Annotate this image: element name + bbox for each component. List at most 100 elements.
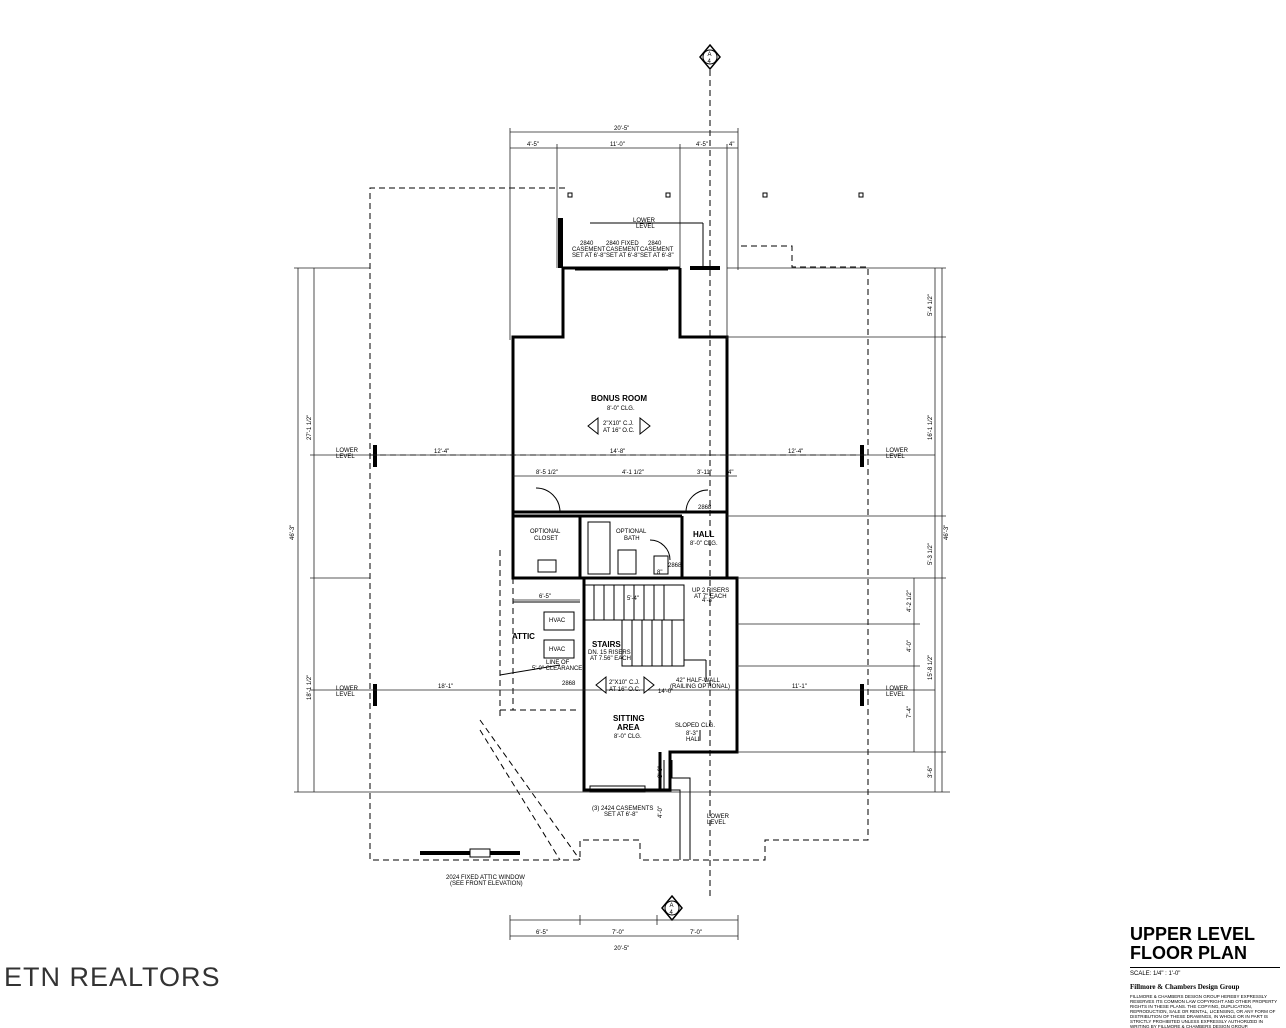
section-marker-top: A 4: [699, 43, 721, 71]
window-3-b: CASEMENT: [640, 247, 674, 253]
casements-note-2: SET AT 6'-8": [604, 812, 638, 818]
lower-level-b1: LOWER: [707, 814, 730, 820]
window-1-b: CASEMENT: [572, 247, 606, 253]
lower-level-r1b: LEVEL: [886, 454, 905, 460]
hvac-1: HVAC: [549, 618, 566, 624]
title-firm: Fillmore & Chambers Design Group: [1130, 983, 1240, 991]
dim-low-right: 11'-1": [792, 684, 807, 690]
dim-entry-a: 3'-6": [658, 766, 664, 778]
attic-window-2: (SEE FRONT ELEVATION): [450, 881, 523, 887]
dim-attic-c: 4'-8": [702, 598, 714, 604]
svg-text:4: 4: [708, 59, 712, 65]
sitting-ceiling: 8'-0" CLG.: [614, 734, 642, 740]
dim-row-c: 3'-11": [697, 470, 712, 476]
lower-level-r2a: LOWER: [886, 686, 909, 692]
dim-right-c: 5'-3 1/2": [928, 543, 934, 565]
stairs-note-2: AT 7.56" EACH: [590, 656, 631, 662]
dim-top-d: 4": [729, 142, 734, 148]
dim-right-h: 3'-6": [928, 766, 934, 778]
dim-right-f: 15'-8 1/2": [928, 655, 934, 680]
closet-label-2: CLOSET: [534, 536, 558, 542]
dim-row-a: 8'-5 1/2": [536, 470, 558, 476]
dim-right-d: 4'-2 1/2": [907, 590, 913, 612]
section-marker-bottom: A 4: [661, 894, 683, 922]
lower-level-r2b: LEVEL: [886, 692, 905, 698]
attic-window-1: 2024 FIXED ATTIC WINDOW: [446, 875, 525, 881]
roof-outline: [369, 187, 869, 861]
sloped-3: HALL: [686, 737, 702, 743]
dim-right-total: 46'-3": [944, 525, 950, 540]
svg-text:A: A: [670, 903, 674, 909]
window-2-a: 2840 FIXED: [606, 241, 639, 247]
sloped-1: SLOPED CLG.: [675, 723, 715, 729]
dim-low-left: 18'-1": [438, 684, 453, 690]
window-1-a: 2840: [580, 241, 594, 247]
window-2-b: CASEMENT: [606, 247, 640, 253]
dim-row-d: 4": [728, 470, 733, 476]
sitting-joists-1: 2"X10" C.J.: [609, 680, 640, 686]
hvac-2: HVAC: [549, 647, 566, 653]
door-2868-hall: 2868: [698, 505, 712, 511]
lower-level-r1a: LOWER: [886, 448, 909, 454]
clearance-note-1: LINE OF: [546, 660, 570, 666]
dim-left-upper: 27'-1 1/2": [307, 415, 313, 440]
watermark-logo: ETN REALTORS: [4, 962, 221, 992]
closet-label-1: OPTIONAL: [530, 529, 561, 535]
window-3-c: SET AT 6'-8": [640, 253, 674, 259]
leader-lines: [499, 222, 707, 740]
stairs-label: STAIRS: [592, 640, 621, 649]
half-wall-2: (RAILING OPTIONAL): [670, 684, 730, 690]
dim-left-lower: 18'-1 1/2": [307, 675, 313, 700]
lower-level-top-2: LEVEL: [636, 224, 655, 230]
sitting-label-1: SITTING: [613, 714, 645, 723]
bath-label-1: OPTIONAL: [616, 529, 647, 535]
bonus-joists-2: AT 16" O.C.: [603, 428, 635, 434]
title-line-1: UPPER LEVEL: [1130, 924, 1256, 944]
sloped-2: 8'-3": [686, 731, 698, 737]
bonus-room-ceiling: 8'-0" CLG.: [607, 406, 635, 412]
dim-stair-b: 8": [657, 570, 662, 576]
lower-level-l1a: LOWER: [336, 448, 359, 454]
window-1-c: SET AT 6'-8": [572, 253, 606, 259]
interior-walls: [512, 487, 737, 710]
joist-arrow-bonus-icon: [587, 416, 651, 436]
sitting-label-2: AREA: [617, 723, 640, 732]
title-block: UPPER LEVEL FLOOR PLAN SCALE: 1/4" : 1'-…: [1130, 925, 1280, 1028]
svg-text:A: A: [708, 52, 712, 58]
hall-label: HALL: [693, 530, 714, 539]
door-2868-bath: 2868: [668, 563, 682, 569]
title-legal: FILLMORE & CHAMBERS DESIGN GROUP HEREBY …: [1130, 994, 1278, 1028]
dim-bottom-c: 7'-0": [690, 930, 702, 936]
dim-mid-right: 12'-4": [788, 449, 803, 455]
window-3-a: 2840: [648, 241, 662, 247]
window-2-c: SET AT 6'-8": [606, 253, 640, 259]
lower-level-l2b: LEVEL: [336, 692, 355, 698]
dim-top-a: 4'-5": [527, 142, 539, 148]
dim-bottom-total: 20'-5": [614, 946, 629, 952]
lower-level-top-1: LOWER: [633, 218, 656, 224]
exterior-walls: [511, 266, 739, 860]
title-line-2: FLOOR PLAN: [1130, 943, 1247, 963]
dim-right-a: 5'-4 1/2": [928, 294, 934, 316]
up-risers-1: UP 2 RISERS: [692, 588, 729, 594]
lower-level-b2: LEVEL: [707, 820, 726, 826]
dim-entry-b: 4'-0": [658, 806, 664, 818]
dim-left-total: 46'-3": [290, 525, 296, 540]
dim-row-b: 4'-1 1/2": [622, 470, 644, 476]
hall-ceiling: 8'-0" CLG.: [690, 541, 718, 547]
dim-attic-a: 6'-5": [539, 594, 551, 600]
attic-label: ATTIC: [512, 632, 535, 641]
windows: [373, 218, 864, 858]
title-scale: SCALE: 1/4" : 1'-0": [1130, 967, 1280, 977]
dim-right-g: 7'-4": [907, 706, 913, 718]
sitting-joists-2: AT 16" O.C.: [609, 687, 641, 693]
clearance-note-2: 5'-0" CLEARANCE: [532, 666, 582, 672]
stairs-treads: [543, 584, 685, 667]
dim-mid-left: 12'-4": [434, 449, 449, 455]
casements-note-1: (3) 2424 CASEMENTS: [592, 806, 653, 812]
dim-top-c: 4'-5": [696, 142, 708, 148]
dimension-lines: [294, 128, 950, 940]
dim-bottom-b: 7'-0": [612, 930, 624, 936]
bonus-room-label: BONUS ROOM: [591, 394, 647, 403]
